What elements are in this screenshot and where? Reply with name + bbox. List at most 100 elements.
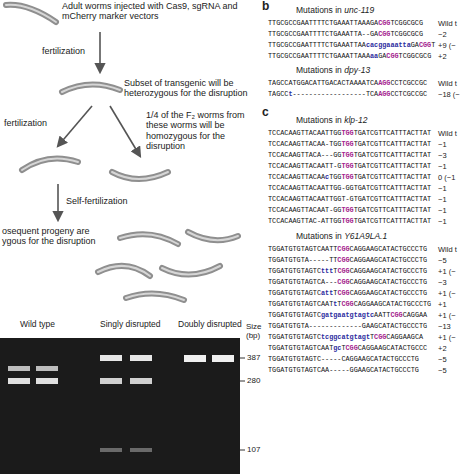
- worm: [126, 293, 184, 300]
- text-run: −5: [438, 355, 447, 364]
- sequence: TGGATGTGTA-------------GAAGCATACTGCCCTG: [268, 323, 427, 331]
- mutation-size: +1 (−: [438, 268, 456, 277]
- text-run: 280: [247, 376, 260, 385]
- text-run: TGGATGTGTAGTCAATT: [268, 245, 337, 253]
- text-run: CGG: [419, 41, 431, 49]
- text-run: Singly disrupted: [100, 319, 160, 329]
- sequence: TCCACAAGTTACAA-TGGTGGTGATCGTTCATTTACTTAT: [268, 141, 431, 149]
- worm: [162, 266, 220, 275]
- text-run: t: [333, 300, 337, 308]
- sequence: TGGATGTGTAGTCAATtTCGGCAGGAAGCATACTGCCCTG: [268, 301, 431, 309]
- worm: [62, 84, 120, 92]
- text-run: +1 (−: [438, 267, 456, 276]
- gel-band: [184, 355, 206, 362]
- text-run: TGATCGTTCATTTACTTAT: [354, 129, 432, 137]
- text-run: CCTCGCCGC: [390, 90, 427, 98]
- text-run: klp-12: [344, 115, 367, 125]
- text-run: TGGATGTGTAGTCAA-----GGAAGCATACTGCCCTG: [268, 366, 419, 374]
- step-text: osequent progeny are ygous for the disru…: [2, 226, 114, 247]
- text-run: CAGGAAGCATACTGCCCTG: [350, 267, 428, 275]
- text-run: TGGATGTGTA-----TT: [268, 256, 337, 264]
- size-value: 387: [247, 353, 260, 362]
- text-run: Wild t: [438, 129, 457, 138]
- mutation-size: −18 (−: [438, 91, 460, 100]
- text-run: −1: [438, 140, 447, 149]
- worm: [22, 158, 78, 170]
- worm-drawings: [6, 5, 238, 300]
- text-run: CAGGAAGCATACTGCCCTG: [350, 256, 428, 264]
- text-run: TCCACAAGTTACAATT-G: [268, 162, 341, 170]
- worm: [126, 293, 184, 300]
- text-run: GA: [411, 41, 419, 49]
- mutation-size: −1: [438, 196, 447, 205]
- worm: [112, 172, 168, 179]
- text-run: TCCACAAGTTACAATTGGT-GTGATCGTTCATTTACTTAT: [268, 195, 431, 203]
- mutation-size: 0 (−1: [438, 174, 455, 183]
- text-run: Size (bp): [246, 322, 262, 340]
- text-run: TTGCGCCGAATTTTCTGAAATTAAA: [268, 52, 370, 60]
- text-run: T: [333, 267, 337, 275]
- text-run: GA: [378, 52, 386, 60]
- text-run: t: [288, 90, 292, 98]
- text-run: CAGGAAGCATACTGCCCTG: [354, 300, 432, 308]
- text-run: TCCACAAGTTACAATTGG-GGTGATCGTTCATTTACTTAT: [268, 184, 431, 192]
- size-ticks: [240, 358, 245, 450]
- sequence: TGGATGTGTAGTCtcggcatgtagtTCGGCAGGAAGCA: [268, 334, 423, 342]
- text-run: CGG: [346, 344, 358, 352]
- text-run: +1: [438, 300, 447, 309]
- text-run: TGGATGTGTAGTCAAT: [268, 300, 333, 308]
- text-run: unc-119: [344, 5, 374, 15]
- text-run: +2: [438, 52, 447, 61]
- mutation-size: −2: [438, 31, 447, 40]
- text-run: TCCACAAGTTACAA: [268, 173, 325, 181]
- worm: [98, 266, 150, 276]
- worm: [188, 232, 238, 240]
- gel-image: [0, 338, 240, 474]
- sequence: TCCACAAGTTACAAT-GGTGGTGATCGTTCATTTACTTAT: [268, 207, 431, 215]
- step-text: fertilization: [4, 118, 84, 128]
- sequence: TGGATGTGTAGTCattTCGGCAGGAAGCATACTGCCCTG: [268, 290, 427, 298]
- text-run: −1: [438, 184, 447, 193]
- sequence: TTGCGCCGAATTTTCTGAAATTAAcacggaaattaGACGG…: [268, 42, 435, 50]
- sequence: TGGATGTGTAGTCtttTCGGCAGGAAGCATACTGCCCTG: [268, 268, 427, 276]
- text-run: +1 (−: [438, 289, 456, 298]
- text-run: TGGATGTGTAGTC: [268, 311, 321, 319]
- text-run: b: [262, 0, 269, 13]
- mutation-size: −1: [438, 207, 447, 216]
- text-run: −18 (−: [438, 90, 460, 99]
- text-run: TGGATGTGTA-------------GAAGCATACTGCCCTG: [268, 322, 427, 330]
- gel-band: [8, 366, 30, 371]
- sequence: TCCACAAGTTAC-ATTGGTGGTGATCGTTCATTTACTTAT: [268, 218, 431, 226]
- text-run: TCGGCGCG: [390, 19, 423, 27]
- text-run: 107: [247, 445, 260, 454]
- step-text: fertilization: [42, 46, 102, 56]
- text-run: TGG: [341, 173, 353, 181]
- mutation-size: −1: [438, 163, 447, 172]
- text-run: 0 (−1: [438, 173, 455, 182]
- sequence: TGGATGTGTAGTCAATgcTCGGCAGGAAGCATACTGCCC: [268, 345, 427, 353]
- sequence: TGGATGTGTAGTCgatgaatgtagtcAATTCGGCAGGAA: [268, 312, 427, 320]
- sequence: TGGATGTGTAGTC-----CAGGAAGCATACTGCCCTG: [268, 356, 419, 364]
- text-run: Subset of transgenic will be heterozygou…: [124, 78, 248, 98]
- text-run: CGG: [337, 256, 349, 264]
- gene-header: Mutations in Y61A9LA.1: [296, 232, 387, 242]
- text-run: +1 (−: [438, 333, 456, 342]
- text-run: gatgaatgtagtc: [321, 311, 374, 319]
- text-run: −3: [438, 151, 447, 160]
- mutation-size: −3: [438, 152, 447, 161]
- gel-band: [100, 448, 122, 452]
- text-run: dpy-13: [344, 65, 370, 75]
- text-run: TGG: [341, 140, 353, 148]
- sequence: TAGCCt------------------TCAAGGCCTCGCCGC: [268, 91, 427, 99]
- text-run: cacggaaatta: [366, 41, 411, 49]
- text-run: Self-fertilization: [66, 196, 128, 206]
- gel-background: [0, 338, 240, 474]
- text-run: TGATCGTTCATTTACTTAT: [354, 151, 432, 159]
- text-run: TCCACAAGTTACA---GG: [268, 151, 341, 159]
- sequence: TGGATGTGTAGTCA---CGGCAGGAAGCATACTGCCCTG: [268, 279, 427, 287]
- text-run: −1: [438, 195, 447, 204]
- text-run: CAGGAAGCA: [386, 333, 423, 341]
- gene-header: Mutations in klp-12: [296, 116, 367, 126]
- worm: [120, 234, 178, 244]
- text-run: +1 (−: [438, 311, 456, 320]
